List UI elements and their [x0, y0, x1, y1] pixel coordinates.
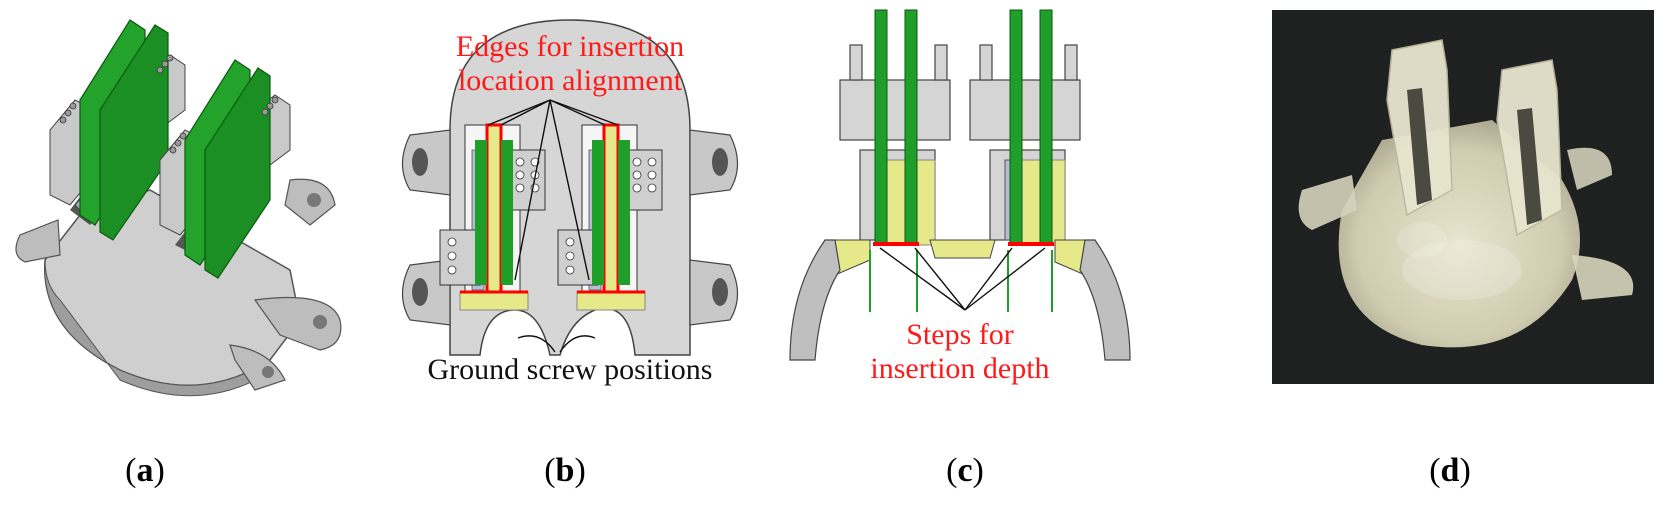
panel-a-cad-isometric	[0, 0, 360, 420]
panel-b-drawing	[401, 19, 739, 356]
panel-d-photo	[1272, 10, 1654, 384]
alignment-pointer-lines	[487, 99, 619, 281]
caption-d: (d)	[1429, 452, 1471, 489]
pcb-left	[459, 123, 529, 311]
panel-a-drawing	[15, 19, 342, 397]
caption-c: (c)	[946, 452, 984, 489]
panel-c-section-view: Steps for insertion depth	[780, 0, 1140, 420]
annotation-ground-screws: Ground screw positions	[427, 353, 713, 386]
caption-b: (b)	[544, 452, 586, 489]
pcb-right	[576, 123, 646, 311]
panel-b-top-view: Edges for insertion location alignment G…	[390, 0, 750, 420]
depth-pointer-lines	[879, 247, 1046, 311]
annotation-alignment-edges: Edges for insertion location alignment	[455, 30, 685, 97]
connector-right	[159, 59, 291, 279]
screw-pointer-lines	[517, 335, 596, 353]
panel-c-drawing	[789, 9, 1131, 361]
panel-d-photo-image	[1272, 10, 1654, 384]
caption-a: (a)	[125, 452, 165, 489]
annotation-insertion-depth: Steps for insertion depth	[870, 318, 1050, 385]
